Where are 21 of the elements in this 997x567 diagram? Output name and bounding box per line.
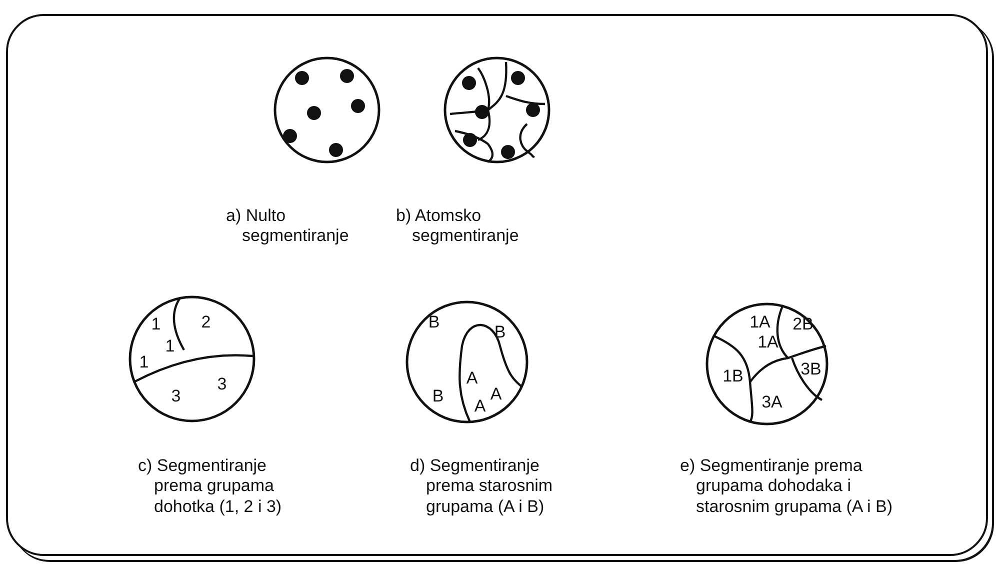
segment-label: 1A	[758, 334, 778, 350]
segment-label: 3	[217, 376, 227, 392]
segment-label: A	[466, 370, 478, 386]
segment-label: 1B	[722, 368, 744, 384]
node-label: b) Atomsko segmentiranje	[396, 206, 520, 247]
segment-label: B	[428, 314, 440, 330]
segment-label: B	[432, 388, 444, 404]
segment-label: 1	[139, 354, 149, 370]
segment-label: 1A	[750, 314, 770, 330]
node-label: e) Segmentiranje prema grupama dohodaka i starosnim grupama (A i B)	[680, 456, 894, 518]
segment-label: 3	[171, 388, 181, 404]
segment-label: A	[474, 398, 486, 414]
segment-label: 3A	[762, 394, 782, 410]
node-label: a) Nulto segmentiranje	[226, 206, 350, 247]
segment-label: 2	[201, 314, 211, 330]
node-label: c) Segmentiranje prema grupama dohotka (1, 2 i 3)	[138, 456, 283, 518]
segment-label: A	[490, 386, 502, 402]
segment-label: 3B	[800, 360, 822, 378]
segment-label: 1	[165, 338, 175, 354]
node-label: d) Segmentiranje prema starosnim grupama (A i B)	[410, 456, 554, 518]
segment-label: 1	[151, 316, 161, 332]
